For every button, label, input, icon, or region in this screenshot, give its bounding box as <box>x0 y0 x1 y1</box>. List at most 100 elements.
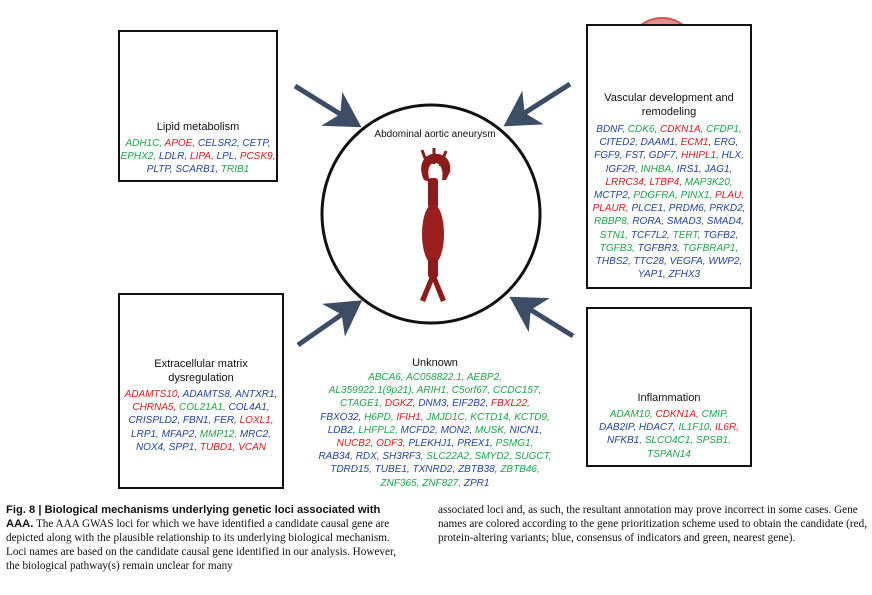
gene-name: MFAP2, <box>161 428 198 440</box>
gene-name: LDLR, <box>158 151 188 163</box>
gene-name: SMYD2, <box>474 451 512 463</box>
vascular-gene-list: BDNF, CDK6, CDKN1A, CFDP1,CITED2, DAAM1,… <box>588 123 750 281</box>
gene-name: CHRNA5, <box>132 402 177 414</box>
gene-name: SCARB1, <box>175 164 219 176</box>
gene-name: LOXL1, <box>239 415 274 427</box>
gene-name: NFKB1, <box>607 435 643 447</box>
gene-name: AEBP2, <box>466 372 502 383</box>
gene-name: HHIPL1, <box>681 150 719 162</box>
center-title: Abdominal aortic aneurysm <box>374 129 496 140</box>
gene-name: FBN1, <box>182 415 212 427</box>
gene-name: FBXO32, <box>320 411 362 423</box>
gene-name: PLTP, <box>146 164 173 176</box>
vascular-development-box: Vascular development and remodeling BDNF… <box>586 24 752 289</box>
gene-name: ABCA6, <box>368 372 404 383</box>
gene-name: ZNF365, <box>380 477 420 489</box>
gene-name: ODF3, <box>376 438 406 450</box>
gene-name: DAB2IP, <box>599 422 637 434</box>
gene-name: PDGFRA, <box>633 190 678 202</box>
gene-name: ADAM10, <box>609 409 653 420</box>
gene-name: PINX1, <box>680 190 713 202</box>
gene-name: ECM1, <box>680 137 712 149</box>
gene-name: GDF7, <box>648 150 679 162</box>
gene-name: EIF2B2, <box>452 398 489 410</box>
aorta-aneurysm-icon <box>420 148 451 302</box>
arrow-vascular <box>503 81 572 127</box>
gene-name: FBXL22, <box>491 398 530 410</box>
gene-name: HDAC7, <box>638 422 676 434</box>
gene-name: RORA, <box>632 216 664 228</box>
gene-name: TGFBRAP1, <box>682 242 739 254</box>
gene-name: VCAN <box>238 441 267 453</box>
gene-name: CITED2, <box>599 137 638 149</box>
gene-name: CTAGE1, <box>340 398 383 410</box>
gene-name: IRS1, <box>676 163 702 175</box>
inflammation-gene-list: ADAM10, CDKN1A, CMIP,DAB2IP, HDAC7, IL1F… <box>588 408 750 461</box>
gene-name: MCFD2, <box>400 424 438 436</box>
gene-name: PLAUR, <box>592 203 629 215</box>
caption-right-text: associated loci and, as such, the result… <box>438 504 867 544</box>
ecm-dysregulation-box: Extracellular matrix dysregulation ADAMT… <box>118 293 284 489</box>
inflammation-title: Inflammation <box>637 392 701 404</box>
gene-name: H6PD, <box>364 411 394 423</box>
gene-name: ZFHX3 <box>668 269 701 281</box>
gene-name: TGFBR3, <box>637 242 680 254</box>
gene-name: SPSB1, <box>695 435 731 447</box>
ecm-gene-list: ADAMTS10, ADAMTS8, ANTXR1,CHRNA5, COL21A… <box>120 388 282 454</box>
gene-name: COL4A1, <box>228 402 270 414</box>
gene-name: ARIH1, <box>416 385 449 397</box>
gene-name: LRP1, <box>131 428 159 440</box>
gene-name: RBBP8, <box>593 216 630 228</box>
gene-name: CRISPLD2, <box>128 415 181 427</box>
gene-name: LRRC34, <box>605 176 647 188</box>
gene-name: BDNF, <box>596 124 625 135</box>
gene-name: RAB34, <box>318 451 353 463</box>
gene-name: ADAMTS8, <box>182 389 233 400</box>
gene-name: SMAD3, <box>666 216 705 228</box>
caption-left-text: The AAA GWAS loci for which we have iden… <box>6 518 397 572</box>
gene-name: ZPR1 <box>463 477 490 489</box>
gene-name: CDKN1A, <box>660 124 704 135</box>
gene-name: FST, <box>625 150 647 162</box>
gene-name: CETP, <box>242 138 271 149</box>
gene-name: SMAD4, <box>706 216 745 228</box>
gene-name: SLCO4C1, <box>644 435 694 447</box>
gene-name: NICN1, <box>509 424 543 436</box>
gene-name: INHBA, <box>640 163 674 175</box>
gene-name: PLAU, <box>715 190 745 202</box>
gene-name: THBS2, <box>595 256 631 268</box>
gene-name: ZNF827, <box>422 477 462 489</box>
gene-name: PREX1, <box>457 438 493 450</box>
caption-right: associated loci and, as such, the result… <box>438 503 870 545</box>
gene-name: ZBTB38, <box>458 464 498 476</box>
gene-name: LPL, <box>216 151 238 163</box>
arrow-ecm <box>296 300 363 348</box>
gene-name: DGKZ, <box>384 398 416 410</box>
gene-name: TUBD1, <box>199 441 236 453</box>
gene-name: ZBTB46, <box>500 464 540 476</box>
caption-bold: Fig. 8 | Biological mechanisms underlyin… <box>6 504 381 530</box>
gene-name: SH3RF3, <box>382 451 424 463</box>
gene-name: HLX, <box>721 150 744 162</box>
gene-name: AL359922.1(9p21), <box>328 385 415 397</box>
gene-name: MON2, <box>440 424 473 436</box>
gene-name: VEGFA, <box>669 256 706 268</box>
gene-name: IGF2R, <box>605 163 638 175</box>
gene-name: PLCE1, <box>631 203 666 215</box>
gene-name: PRKD2, <box>709 203 746 215</box>
gene-name: KCTD14, <box>470 411 512 423</box>
gene-name: SLC22A2, <box>426 451 472 463</box>
caption-left: Fig. 8 | Biological mechanisms underlyin… <box>6 503 404 573</box>
gene-name: CCDC157, <box>492 385 542 397</box>
gene-name: TRIB1 <box>220 164 250 176</box>
lipid-metabolism-title: Lipid metabolism <box>156 121 240 133</box>
gene-name: MAP3K20, <box>684 176 733 188</box>
ecm-title-line1: Extracellular matrix <box>154 358 248 370</box>
gene-name: TCF7L2, <box>630 229 670 241</box>
gene-name: RDX, <box>355 451 380 463</box>
gene-name: PRDM6, <box>668 203 707 215</box>
gene-name: COL21A1, <box>179 402 226 414</box>
gene-name: WWP2, <box>708 256 743 268</box>
gene-name: FGF9, <box>594 150 623 162</box>
gene-name: LTBP4, <box>649 176 682 188</box>
